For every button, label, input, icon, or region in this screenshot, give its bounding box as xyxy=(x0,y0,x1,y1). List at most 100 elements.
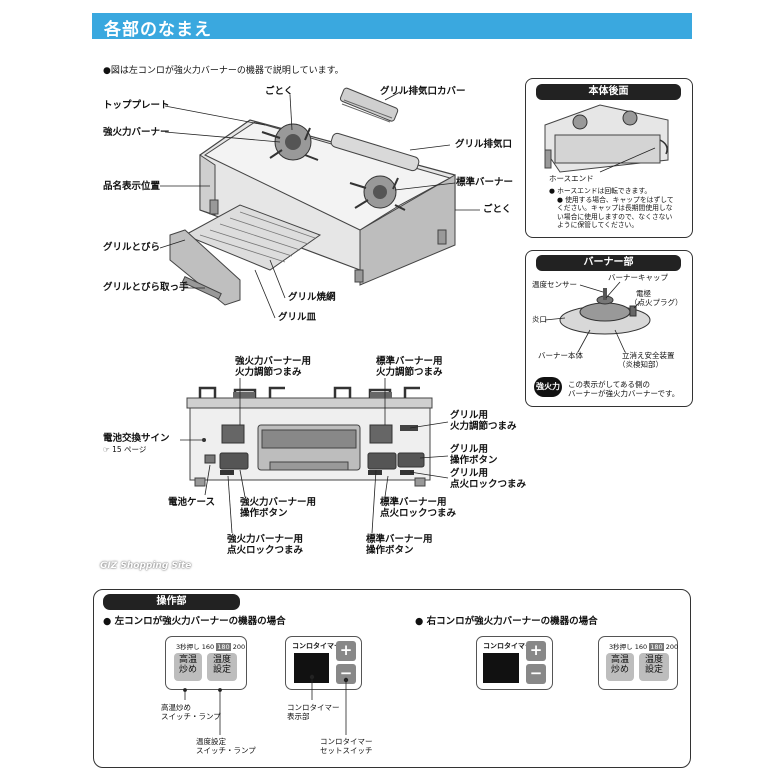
preset-3sec: 3秒押し xyxy=(176,643,200,651)
preset-180: 180 xyxy=(216,643,231,651)
timer-box-left: コンロタイマー + − xyxy=(285,636,362,690)
label-strong-knob: 強火力バーナー用 火力調節つまみ xyxy=(235,356,311,378)
strong-burner-badge: 強火力 xyxy=(534,377,562,397)
label-line: 火力調節つまみ xyxy=(235,367,302,378)
label-grill-knob: グリル用 火力調節つまみ xyxy=(450,410,517,432)
rear-note-line: ● 使用する場合、キャップをはずして xyxy=(557,195,674,204)
timer-box-right: コンロタイマー + − xyxy=(476,636,553,690)
label-gotoku-top: ごとく xyxy=(265,86,294,97)
caption-high-temp: 高温炒め スイッチ・ランプ xyxy=(161,703,221,721)
label-line: 火力調節つまみ xyxy=(376,367,443,378)
label-std-lock: 標準バーナー用 点火ロックつまみ xyxy=(380,497,456,519)
label-std-knob: 標準バーナー用 火力調節つまみ xyxy=(376,356,443,378)
label-flame-port: 炎口 xyxy=(532,315,547,324)
label-battery-case: 電池ケース xyxy=(168,497,216,508)
label-burner-body: バーナー本体 xyxy=(538,351,583,360)
timer-label: コンロタイマー xyxy=(483,642,532,650)
label-battery-ref: ☞ 15 ページ xyxy=(103,445,147,454)
preset-160: 160 xyxy=(201,643,215,651)
rear-note-line: い場合に使用しますので、なくさない xyxy=(557,212,673,221)
rear-note-line: ください。キャップは長期間使用しな xyxy=(557,204,673,212)
label-product-name-pos: 品名表示位置 xyxy=(103,181,161,192)
timer-plus-button[interactable]: + xyxy=(526,641,546,661)
left-heading: ● 左コンロが強火力バーナーの機器の場合 xyxy=(103,616,286,627)
label-grill-vent-cover: グリル排気口カバー xyxy=(380,86,466,97)
label-line: 火力調節つまみ xyxy=(450,421,517,432)
label-line: 標準バーナー用 xyxy=(376,356,443,367)
label-safety-device: 立消え安全装置 xyxy=(622,351,675,360)
label-line: 操作ボタン xyxy=(366,545,414,556)
label-hose-end: ホースエンド xyxy=(549,174,594,183)
rear-note-line: ように保管してください。 xyxy=(557,221,639,229)
preset-200: 200 xyxy=(665,643,679,651)
label-line: 強火力バーナー用 xyxy=(227,534,304,545)
label-electrode: 電極 xyxy=(636,289,651,298)
label-grill-door: グリルとびら xyxy=(103,242,161,253)
preset-row: 3秒押し 160 180 200 xyxy=(176,641,245,651)
label-line: 操作ボタン xyxy=(450,455,498,466)
label-grill-lock: グリル用 点火ロックつまみ xyxy=(450,468,526,490)
caption-temp-set: 温度設定 スイッチ・ランプ xyxy=(196,737,256,755)
label-electrode-sub: （点火プラグ） xyxy=(630,298,683,307)
label-strong-lock: 強火力バーナー用 点火ロックつまみ xyxy=(227,534,303,556)
label-line: 点火ロックつまみ xyxy=(450,479,527,490)
burner-panel-title: バーナー部 xyxy=(536,255,681,271)
label-burner-cap: バーナーキャップ xyxy=(608,273,668,282)
timer-minus-button[interactable]: − xyxy=(526,664,546,684)
label-line: 強火力バーナー用 xyxy=(235,356,312,367)
high-temp-button[interactable]: 高温 炒め xyxy=(174,653,202,681)
rear-panel-title: 本体後面 xyxy=(536,84,681,100)
badge-note-2: バーナーが強火力バーナーです。 xyxy=(568,389,680,398)
preset-3sec: 3秒押し xyxy=(609,643,633,651)
rear-note-line: ● ホースエンドは回転できます。 xyxy=(549,187,652,195)
label-line: 強火力バーナー用 xyxy=(240,497,317,508)
rear-notes: ● ホースエンドは回転できます。 ● 使用する場合、キャップをはずして ください… xyxy=(549,187,674,230)
timer-display xyxy=(483,653,519,683)
label-grill-vent: グリル排気口 xyxy=(455,139,513,150)
label-grill-tray: グリル皿 xyxy=(278,312,317,323)
label-line: 標準バーナー用 xyxy=(366,534,433,545)
control-panel-title: 操作部 xyxy=(103,594,240,610)
caption-timer-display: コンロタイマー 表示部 xyxy=(287,703,340,721)
title-bar: 各部のなまえ xyxy=(92,13,692,40)
temp-control-box-right: 3秒押し 160 180 200 高温 炒め 温度 設定 xyxy=(598,636,678,690)
label-strong-burner: 強火力バーナー xyxy=(103,127,170,138)
watermark: GIZ Shopping Site xyxy=(100,561,192,571)
caption-timer-switch: コンロタイマー セットスイッチ xyxy=(320,737,373,755)
label-top-plate: トッププレート xyxy=(103,100,170,111)
label-grill-grate: グリル焼網 xyxy=(288,292,336,303)
label-line: グリル用 xyxy=(450,444,489,455)
label-battery-sign: 電池交換サイン xyxy=(103,433,170,444)
label-line: 標準バーナー用 xyxy=(380,497,447,508)
temp-set-button[interactable]: 温度 設定 xyxy=(639,653,669,681)
label-line: グリル用 xyxy=(450,410,489,421)
label-gotoku-right: ごとく xyxy=(483,204,512,215)
temp-control-box-left: 3秒押し 160 180 200 高温 炒め 温度 設定 xyxy=(165,636,247,690)
label-line: 操作ボタン xyxy=(240,508,288,519)
preset-180: 180 xyxy=(649,643,664,651)
label-grill-button: グリル用 操作ボタン xyxy=(450,444,498,466)
page-title: 各部のなまえ xyxy=(104,20,212,40)
high-temp-button[interactable]: 高温 炒め xyxy=(606,653,634,681)
label-safety-device-sub: （炎検知部） xyxy=(618,360,663,369)
label-temp-sensor: 温度センサー xyxy=(532,280,577,289)
label-strong-button: 強火力バーナー用 操作ボタン xyxy=(240,497,316,519)
badge-note-1: この表示がしてある側の xyxy=(568,380,651,389)
intro-text: ●図は左コンロが強火力バーナーの機器で説明しています。 xyxy=(103,66,344,76)
label-line: グリル用 xyxy=(450,468,489,479)
timer-display xyxy=(294,653,329,683)
timer-label: コンロタイマー xyxy=(292,642,341,650)
preset-160: 160 xyxy=(634,643,648,651)
preset-row: 3秒押し 160 180 200 xyxy=(609,641,678,651)
label-grill-door-handle: グリルとびら取っ手 xyxy=(103,282,189,293)
label-std-button: 標準バーナー用 操作ボタン xyxy=(366,534,433,556)
label-line: 点火ロックつまみ xyxy=(380,508,457,519)
right-heading: ● 右コンロが強火力バーナーの機器の場合 xyxy=(415,616,598,627)
label-standard-burner: 標準バーナー xyxy=(456,177,514,188)
timer-plus-button[interactable]: + xyxy=(336,641,356,661)
timer-minus-button[interactable]: − xyxy=(336,664,356,684)
label-line: 点火ロックつまみ xyxy=(227,545,304,556)
temp-set-button[interactable]: 温度 設定 xyxy=(207,653,237,681)
preset-200: 200 xyxy=(232,643,246,651)
